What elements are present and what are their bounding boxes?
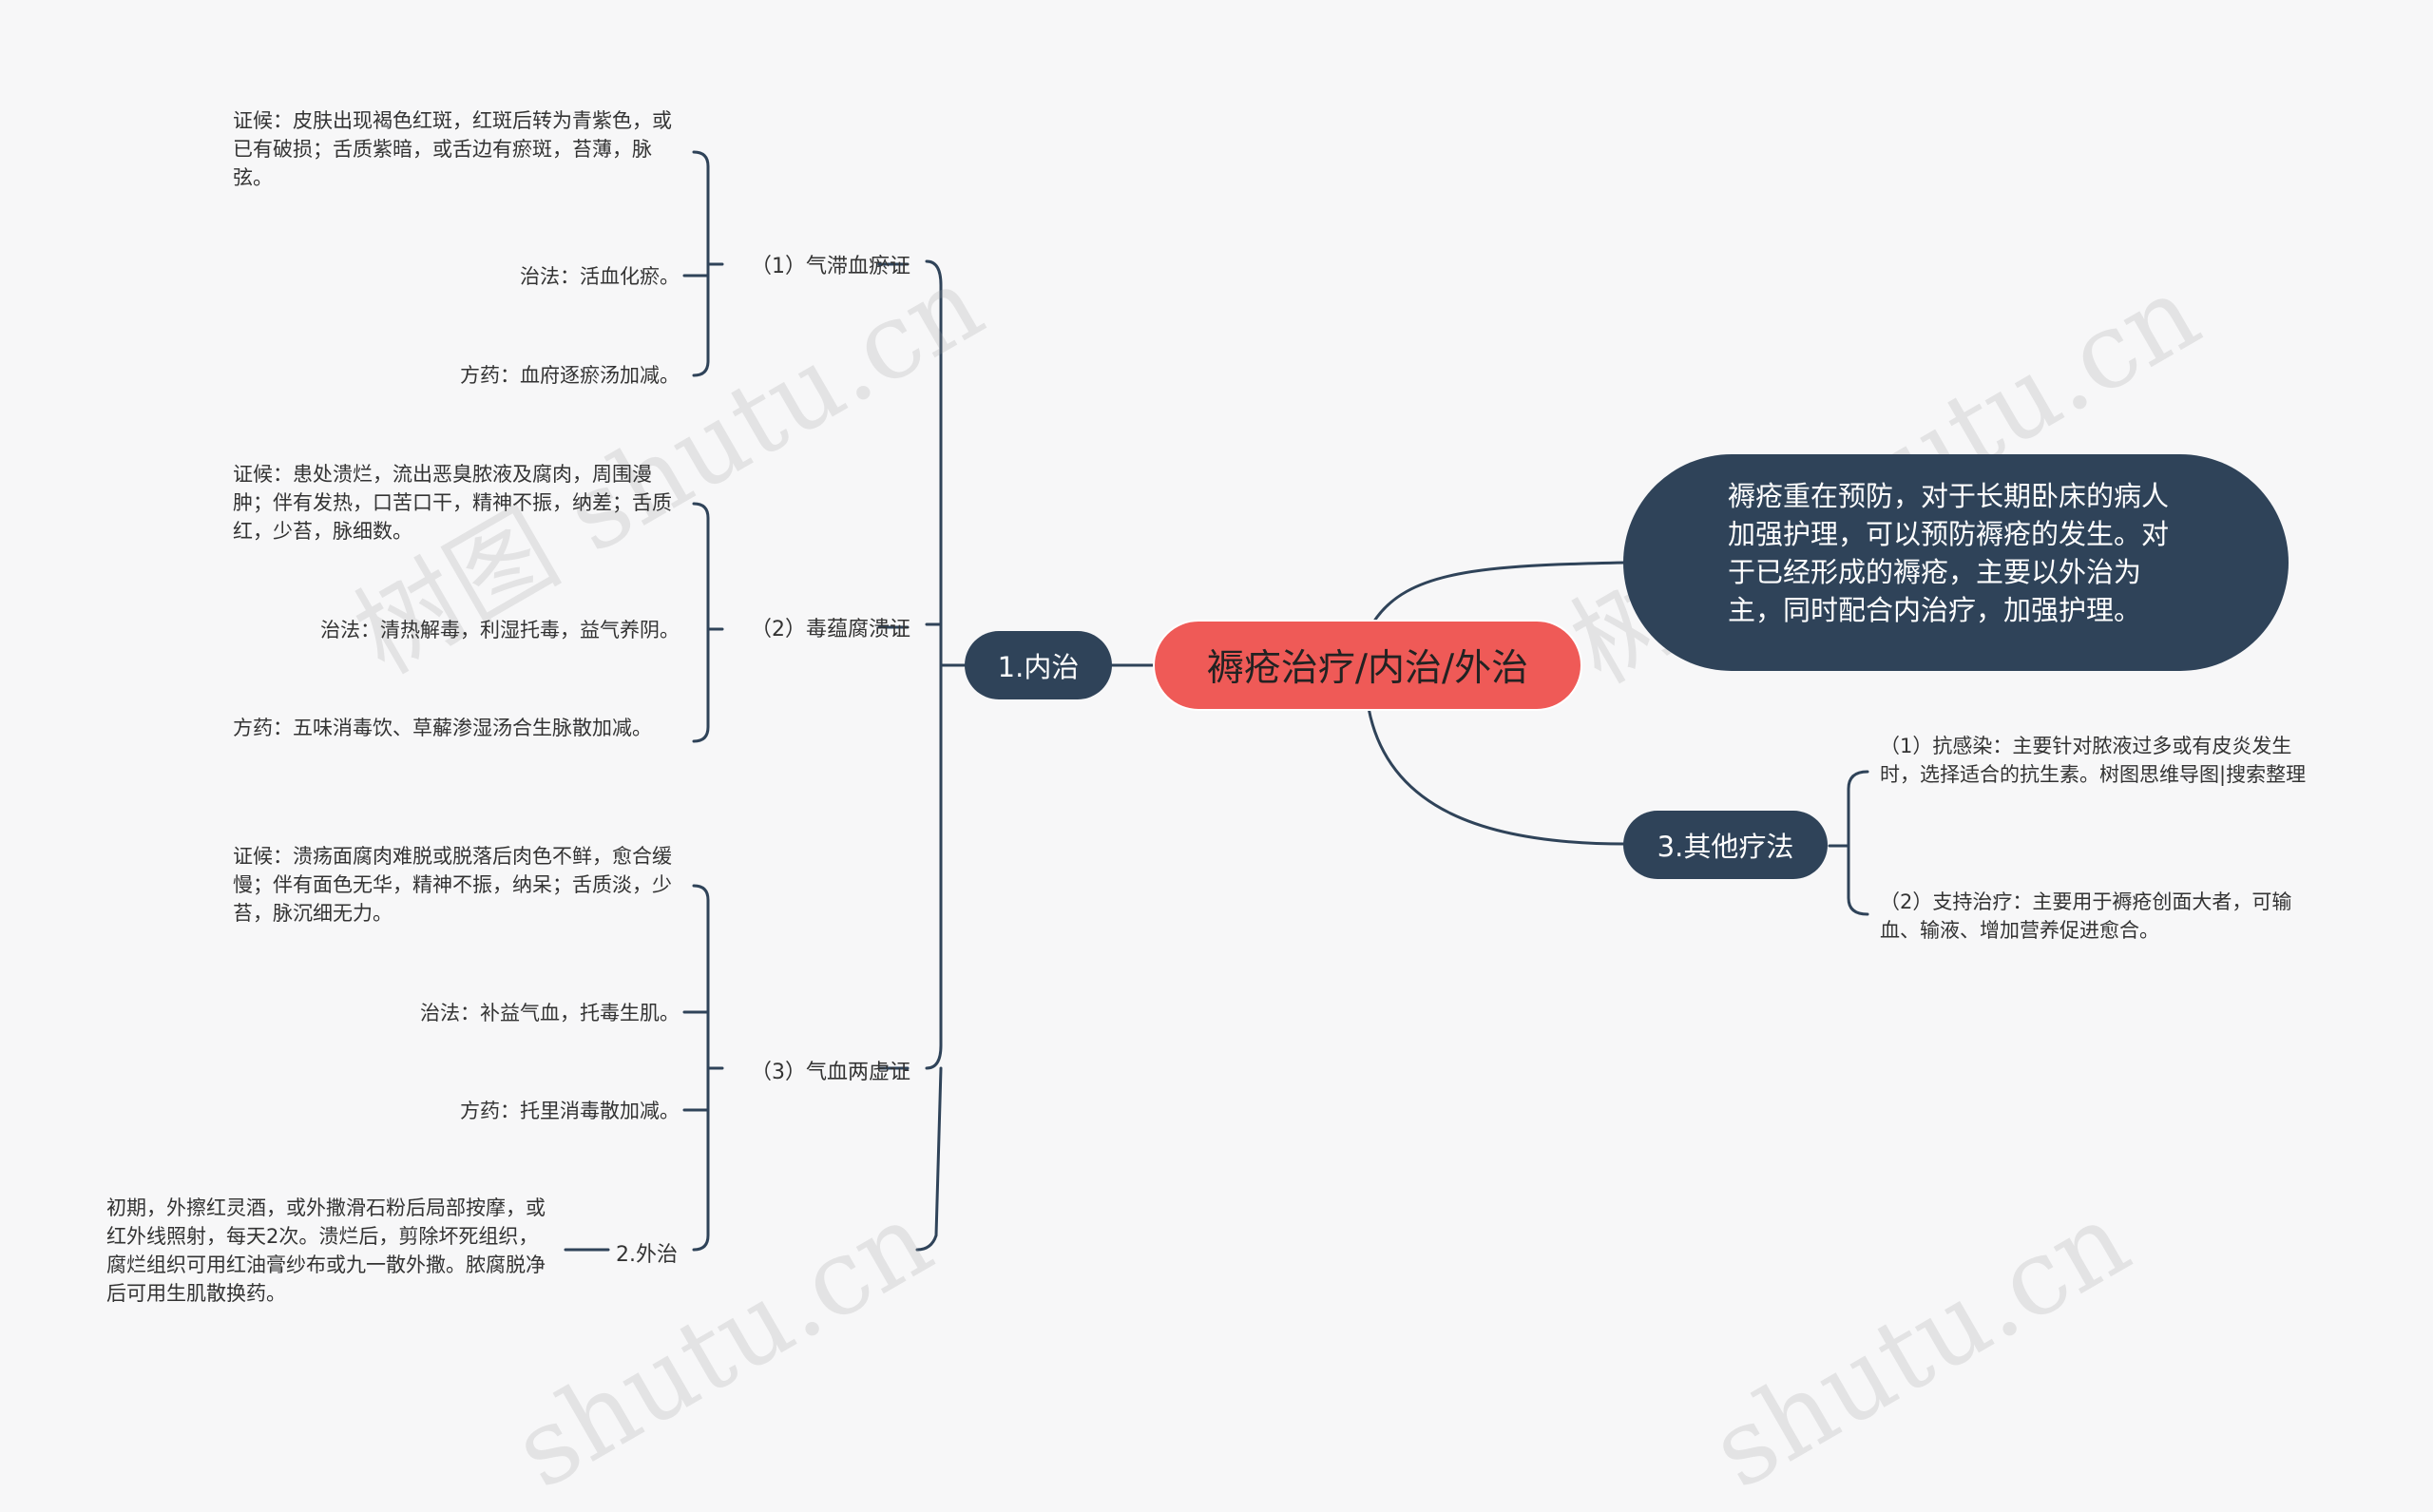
leaf-item[interactable]: （2）支持治疗：主要用于褥疮创面大者，可输血、输液、增加营养促进愈合。 bbox=[1880, 890, 2292, 942]
note-text: 褥疮重在预防，对于长期卧床的病人加强护理，可以预防褥疮的发生。对于已经形成的褥疮… bbox=[1728, 480, 2170, 626]
link-neizhi-brace bbox=[925, 259, 943, 1070]
leaf-item[interactable]: （1）抗感染：主要针对脓液过多或有皮炎发生时，选择适合的抗生素。树图思维导图|搜… bbox=[1880, 735, 2307, 786]
root-topic[interactable]: 褥疮治疗/内治/外治 bbox=[1153, 620, 1582, 711]
leaf-item[interactable]: 治法：补益气血，托毒生肌。 bbox=[420, 1002, 680, 1024]
branch-waizhi[interactable]: 2.外治 bbox=[616, 1243, 678, 1267]
leaf-item[interactable]: 证候：皮肤出现褐色红斑，红斑后转为青紫色，或已有破损；舌质紫暗，或舌边有瘀斑，苔… bbox=[233, 109, 672, 189]
link-neizhi-waizhi bbox=[915, 1066, 943, 1252]
leaf-item[interactable]: 治法：活血化瘀。 bbox=[520, 265, 680, 288]
leaf-item[interactable]: 方药：托里消毒散加减。 bbox=[460, 1100, 680, 1122]
group-label[interactable]: （3）气血两虚证 bbox=[751, 1061, 910, 1084]
leaf-item[interactable]: 方药：五味消毒饮、草薢渗湿汤合生脉散加减。 bbox=[233, 717, 652, 739]
connector-lines bbox=[564, 150, 1869, 1252]
link-root-qita bbox=[1367, 706, 1627, 846]
group-label[interactable]: （1）气滞血瘀证 bbox=[751, 255, 910, 278]
leaf-item[interactable]: 证候：患处溃烂，流出恶臭脓液及腐肉，周围漫肿；伴有发热，口苦口干，精神不振，纳差… bbox=[233, 463, 672, 543]
link-root-note bbox=[1371, 561, 1627, 624]
leaf-item[interactable]: 初期，外擦红灵酒，或外撒滑石粉后局部按摩，或红外线照射，每天2次。溃烂后，剪除坏… bbox=[106, 1196, 546, 1305]
branch-neizhi[interactable]: 1.内治 bbox=[965, 631, 1112, 699]
leaf-item[interactable]: 证候：溃疡面腐肉难脱或脱落后肉色不鲜，愈合缓慢；伴有面色无华，精神不振，纳呆；舌… bbox=[233, 845, 672, 925]
note-node[interactable]: 褥疮重在预防，对于长期卧床的病人加强护理，可以预防褥疮的发生。对于已经形成的褥疮… bbox=[1623, 454, 2289, 671]
leaf-item[interactable]: 方药：血府逐瘀汤加减。 bbox=[460, 364, 680, 387]
group-label[interactable]: （2）毒蕴腐溃证 bbox=[751, 618, 910, 641]
leaf-item[interactable]: 治法：清热解毒，利湿托毒，益气养阴。 bbox=[320, 619, 680, 641]
branch-qita[interactable]: 3.其他疗法 bbox=[1623, 811, 1828, 879]
